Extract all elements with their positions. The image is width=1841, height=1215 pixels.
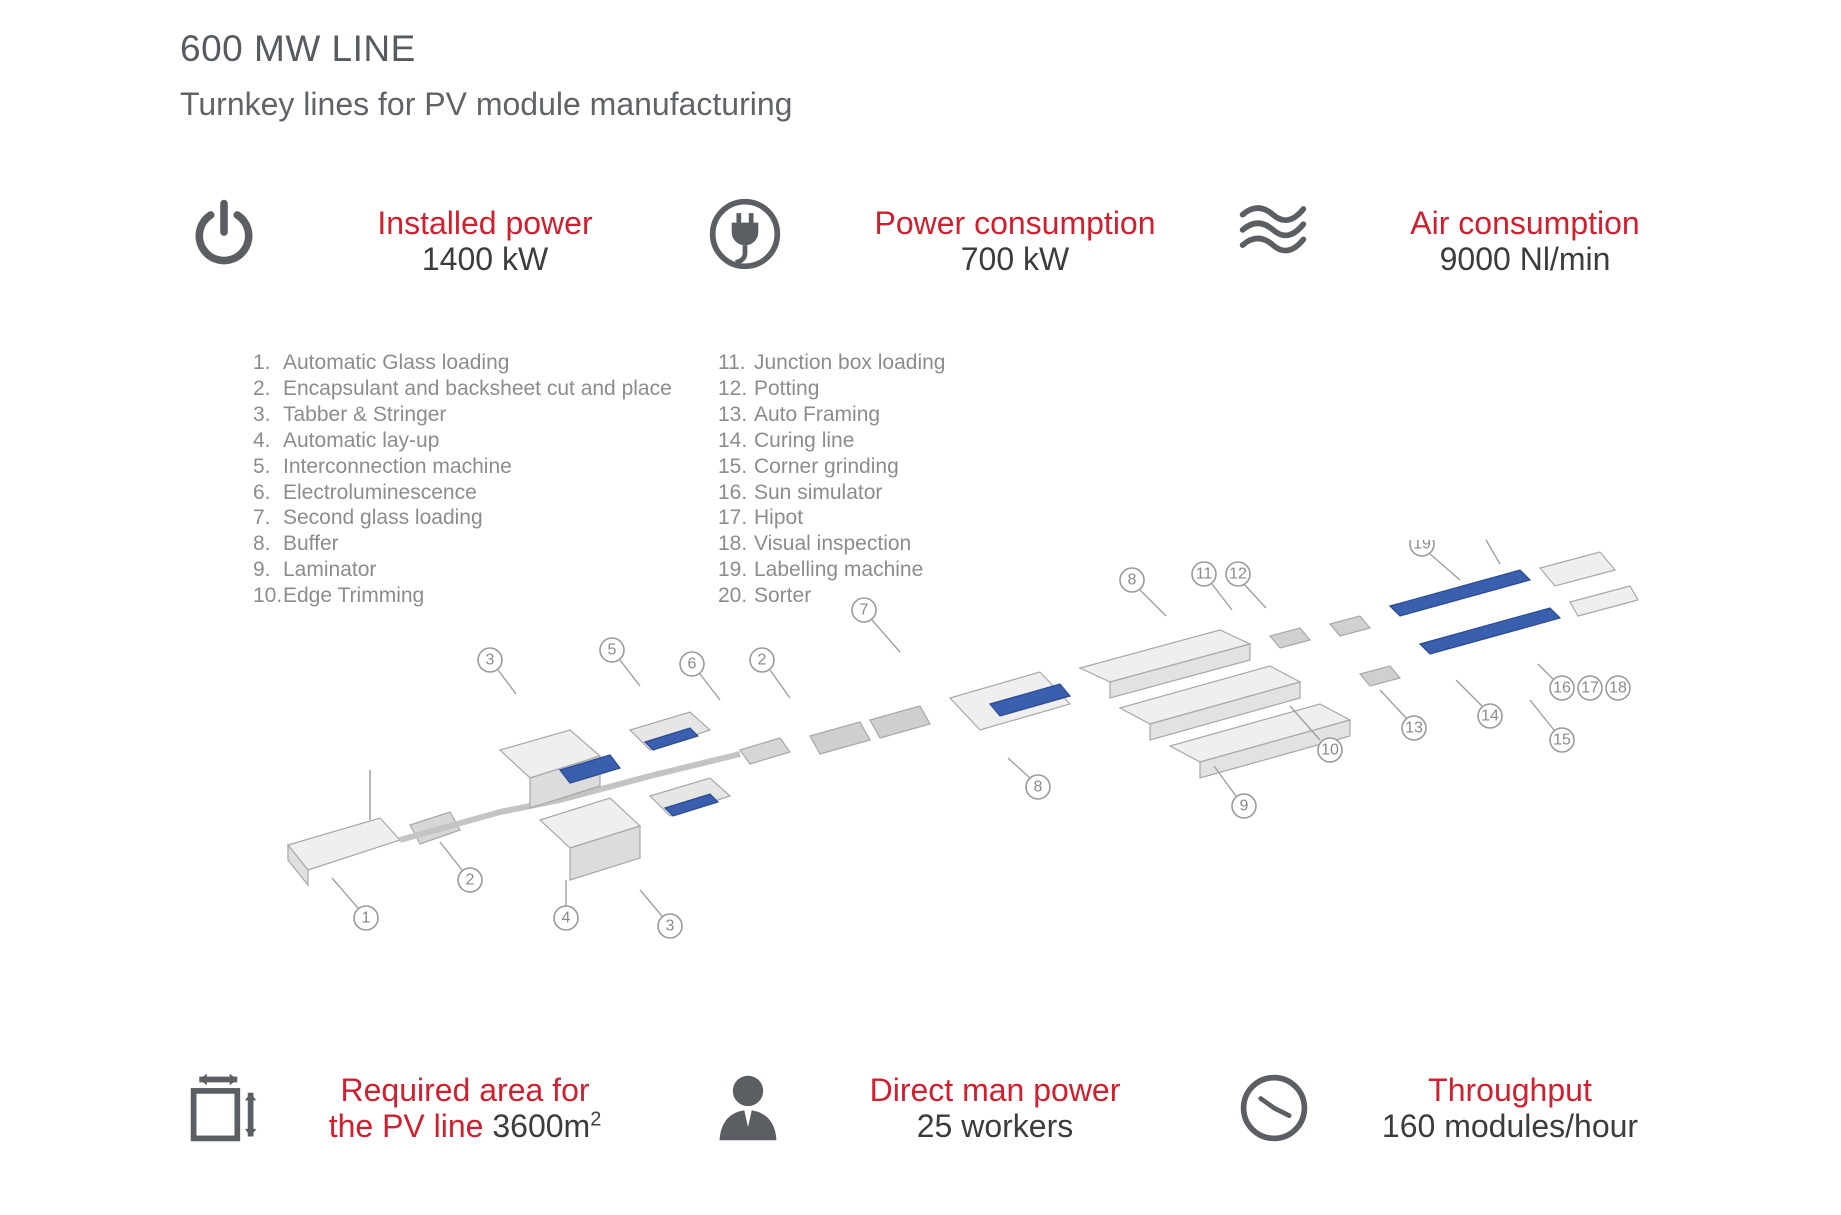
legend-column-1: 1.Automatic Glass loading 2.Encapsulant …: [253, 350, 672, 609]
page-subtitle: Turnkey lines for PV module manufacturin…: [180, 86, 793, 122]
stat-air-consumption: Air consumption 9000 Nl/min: [1345, 205, 1705, 277]
callout-17: 17: [1577, 675, 1603, 701]
legend-item: 12.Potting: [718, 376, 820, 400]
callout-6: 6: [679, 651, 721, 701]
svg-text:12: 12: [1229, 566, 1247, 583]
callout-16: 16: [1537, 663, 1575, 701]
callout-2a: 2: [439, 841, 483, 893]
svg-text:3: 3: [486, 652, 495, 669]
legend-item: 18.Visual inspection: [718, 532, 912, 556]
plug-icon: [707, 196, 783, 272]
svg-text:7: 7: [860, 602, 869, 619]
stat-value: 3600m2: [492, 1108, 602, 1144]
line-machinery: [286, 551, 1639, 887]
callout-2b: 2: [749, 647, 791, 699]
callout-8b: 8: [1007, 757, 1051, 800]
svg-text:10: 10: [1321, 742, 1339, 759]
area-icon: [186, 1070, 262, 1146]
legend-item: 8.Buffer: [253, 532, 339, 556]
callout-18: 18: [1605, 675, 1631, 701]
legend-item: 2.Encapsulant and backsheet cut and plac…: [253, 376, 672, 400]
stat-label: Required area for: [340, 1072, 590, 1108]
svg-text:3: 3: [666, 918, 675, 935]
callout-7: 7: [851, 597, 901, 653]
legend-item: 5.Interconnection machine: [253, 454, 512, 478]
legend-item: 20.Sorter: [718, 584, 812, 608]
callout-13: 13: [1379, 689, 1427, 741]
stat-value: 700 kW: [960, 241, 1070, 277]
legend-item: 14.Curing line: [718, 428, 855, 452]
production-line-diagram: 1 2 3 5 6 2 7 3 4 8 8 9 10 11 12 13 14 1…: [286, 540, 1639, 939]
legend-item: 9.Laminator: [253, 558, 377, 582]
legend-item: 17.Hipot: [718, 506, 804, 530]
svg-text:19: 19: [1413, 540, 1431, 553]
callout-10: 10: [1289, 705, 1343, 763]
legend-item: 7.Second glass loading: [253, 506, 483, 530]
stat-value: 1400 kW: [421, 241, 549, 277]
callout-20: 20: [1485, 540, 1501, 565]
legend-item: 1.Automatic Glass loading: [253, 351, 510, 374]
stat-label: Air consumption: [1410, 205, 1640, 241]
callout-19: 19: [1409, 540, 1461, 581]
svg-text:2: 2: [758, 652, 767, 669]
callout-8a: 8: [1119, 567, 1167, 617]
stat-power-consumption: Power consumption 700 kW: [835, 205, 1195, 277]
stat-required-area: Required area for the PV line 3600m2: [270, 1072, 660, 1144]
legend-item: 10.Edge Trimming: [253, 584, 425, 608]
callout-5: 5: [599, 637, 641, 687]
worker-icon: [710, 1070, 786, 1146]
callout-9: 9: [1213, 765, 1257, 819]
legend-item: 16.Sun simulator: [718, 480, 883, 504]
svg-text:16: 16: [1553, 680, 1571, 697]
callout-12: 12: [1225, 561, 1267, 609]
svg-text:1: 1: [362, 910, 371, 927]
stat-value: 9000 Nl/min: [1439, 241, 1611, 277]
svg-text:2: 2: [466, 872, 475, 889]
svg-text:13: 13: [1405, 720, 1423, 737]
callout-3a: 3: [477, 647, 517, 695]
page-title: 600 MW LINE: [180, 28, 416, 69]
legend-item: 4.Automatic lay-up: [253, 428, 440, 452]
svg-text:6: 6: [688, 656, 697, 673]
svg-text:18: 18: [1609, 680, 1627, 697]
stat-value: 160 modules/hour: [1381, 1108, 1639, 1144]
callout-11: 11: [1191, 561, 1233, 611]
callout-15: 15: [1529, 699, 1575, 753]
legend-item: 3.Tabber & Stringer: [253, 402, 447, 426]
svg-text:4: 4: [562, 910, 571, 927]
svg-text:11: 11: [1196, 566, 1213, 583]
stat-direct-man-power: Direct man power 25 workers: [815, 1072, 1175, 1144]
svg-text:14: 14: [1481, 708, 1499, 725]
stat-throughput: Throughput 160 modules/hour: [1330, 1072, 1690, 1144]
svg-text:17: 17: [1581, 680, 1599, 697]
legend-item: 6.Electroluminescence: [253, 480, 477, 504]
clock-icon: [1236, 1070, 1312, 1146]
callout-14: 14: [1455, 679, 1503, 729]
stat-label: Installed power: [377, 205, 593, 241]
stat-label: Throughput: [1428, 1072, 1592, 1108]
stat-installed-power: Installed power 1400 kW: [305, 205, 665, 277]
legend-item: 19.Labelling machine: [718, 558, 924, 582]
stat-label: Direct man power: [869, 1072, 1121, 1108]
legend-column-2: 11.Junction box loading 12.Potting 13.Au…: [718, 350, 945, 609]
power-icon: [186, 196, 262, 272]
stat-value: 25 workers: [916, 1108, 1074, 1144]
svg-text:8: 8: [1034, 779, 1043, 796]
callout-4: 4: [553, 880, 579, 931]
callout-1: 1: [331, 877, 379, 931]
air-waves-icon: [1235, 190, 1311, 266]
svg-text:15: 15: [1553, 732, 1571, 749]
stat-label-line2: the PV line 3600m2: [328, 1108, 602, 1144]
legend-item: 11.Junction box loading: [718, 351, 946, 374]
legend-item: 15.Corner grinding: [718, 454, 899, 478]
svg-text:9: 9: [1240, 798, 1249, 815]
stat-label: Power consumption: [874, 205, 1156, 241]
svg-text:8: 8: [1128, 572, 1137, 589]
svg-text:5: 5: [608, 642, 617, 659]
legend-item: 13.Auto Framing: [718, 402, 881, 426]
callout-3b: 3: [639, 889, 683, 939]
